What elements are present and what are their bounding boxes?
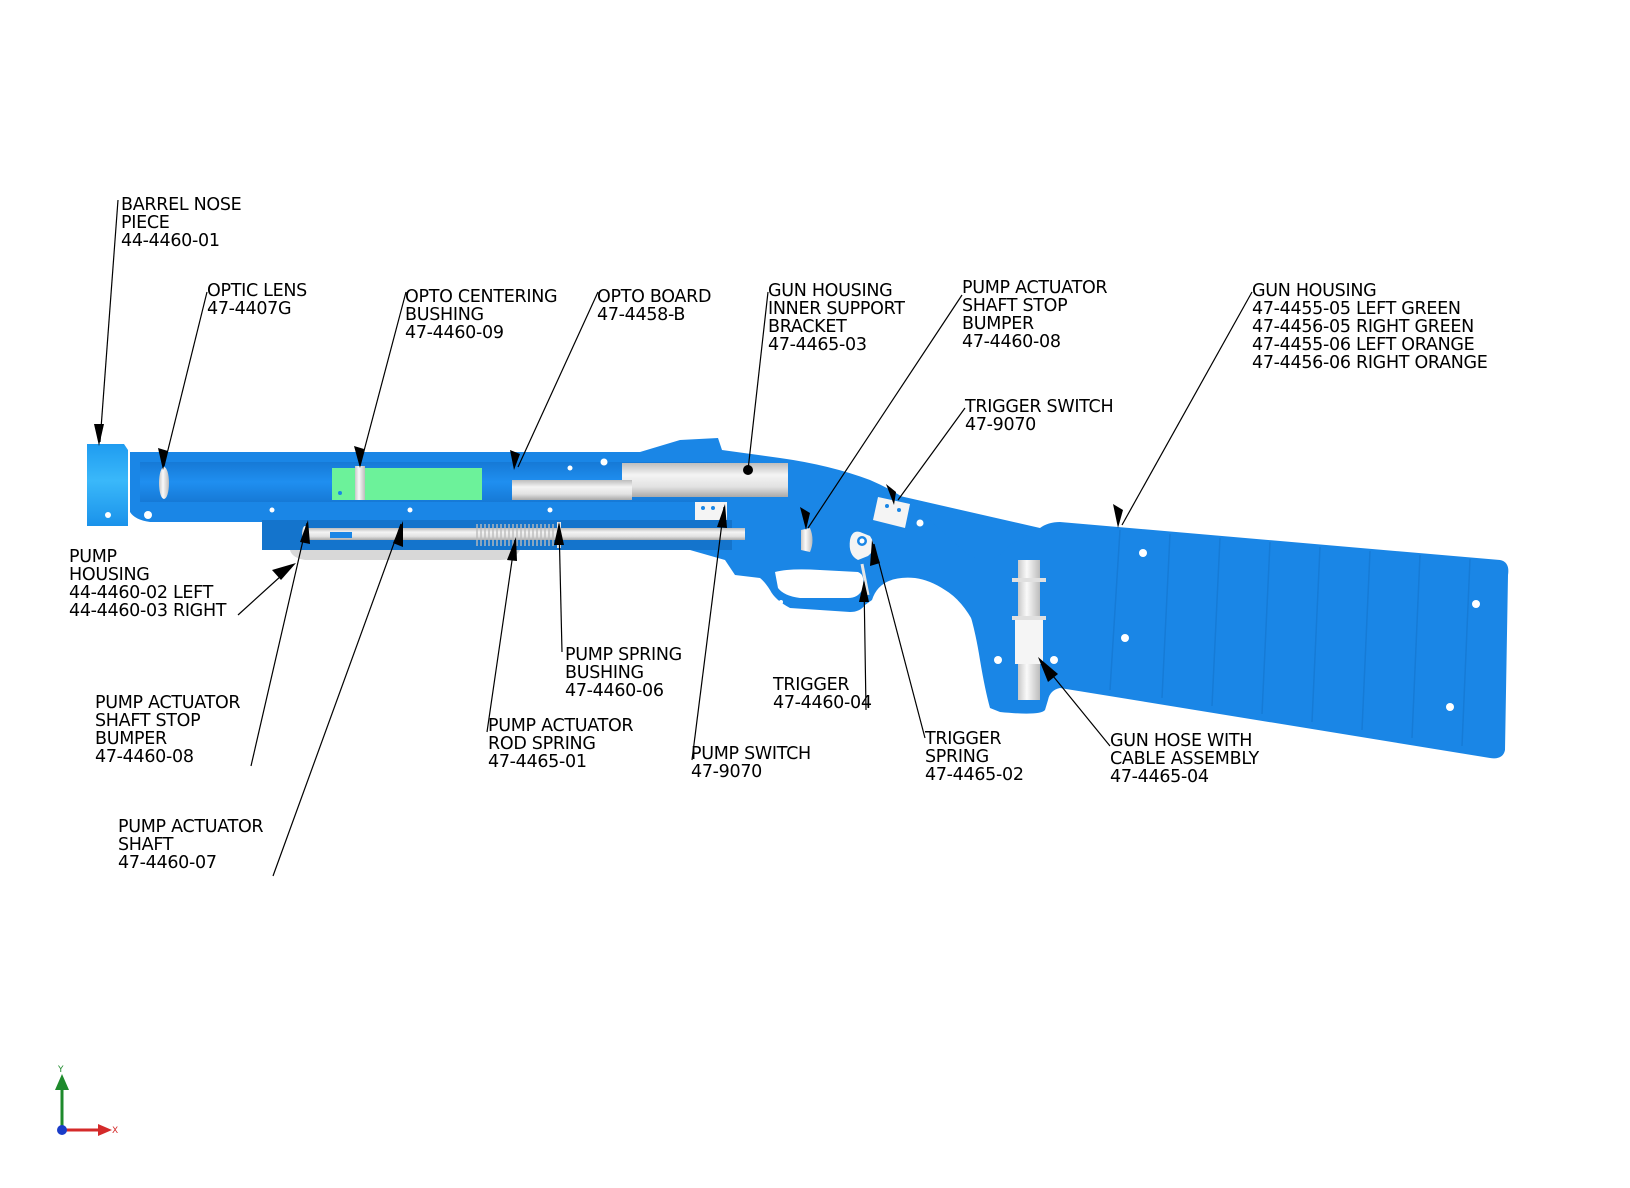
origin-z-axis-icon — [57, 1125, 67, 1135]
callout-line: SHAFT STOP — [962, 296, 1067, 316]
callout-barrel-nose-piece: BARREL NOSE PIECE 44-4460-01 — [121, 195, 242, 251]
gun-receiver — [130, 438, 1040, 700]
callout-part-number: 47-4460-07 — [118, 853, 217, 873]
opto-centering-bushing-part — [355, 466, 365, 500]
pump-housing-grip-underside — [290, 550, 520, 560]
callout-line: CABLE ASSEMBLY — [1110, 749, 1259, 769]
shaft-stop-bumper-part — [801, 528, 813, 552]
callout-line: PUMP ACTUATOR — [962, 278, 1107, 298]
callout-opto-board: OPTO BOARD 47-4458-B — [597, 287, 711, 325]
callout-part-number: 47-9070 — [691, 762, 762, 782]
callout-line: PUMP — [69, 547, 117, 567]
callout-part-number: 47-4456-05 RIGHT GREEN — [1252, 317, 1474, 337]
callout-line: PUMP SPRING — [565, 645, 682, 665]
callout-part-number: 47-4460-06 — [565, 681, 664, 701]
callout-line: OPTO CENTERING — [405, 287, 557, 307]
callout-trigger-switch: TRIGGER SWITCH 47-9070 — [964, 397, 1114, 435]
x-axis-arrow-icon — [98, 1124, 112, 1136]
stock-ribs — [1109, 529, 1471, 747]
callout-line: SPRING — [925, 747, 989, 767]
trigger-part — [849, 531, 874, 596]
axis-triad: Y X — [55, 1065, 118, 1136]
callout-line: TRIGGER — [924, 729, 1001, 749]
callout-part-number: 47-4465-03 — [768, 335, 867, 355]
callout-gun-housing-inner-support-bracket: GUN HOUSING INNER SUPPORT BRACKET 47-446… — [768, 281, 906, 355]
callout-line: PUMP ACTUATOR — [488, 716, 633, 736]
callout-line: BUMPER — [95, 729, 167, 749]
callout-line: TRIGGER — [772, 675, 849, 695]
callout-trigger: TRIGGER 47-4460-04 — [772, 675, 872, 713]
callout-line: INNER SUPPORT — [768, 299, 905, 319]
callout-pump-switch: PUMP SWITCH 47-9070 — [691, 744, 811, 782]
callout-gun-housing: GUN HOUSING 47-4455-05 LEFT GREEN 47-445… — [1252, 281, 1488, 373]
callout-line: GUN HOUSING — [768, 281, 892, 301]
callout-pump-actuator-shaft-stop-bumper-top: PUMP ACTUATOR SHAFT STOP BUMPER 47-4460-… — [962, 278, 1108, 352]
callout-part-number: 47-4460-09 — [405, 323, 504, 343]
callout-part-number: 47-4465-01 — [488, 752, 587, 772]
callout-part-number: 47-4407G — [207, 299, 291, 319]
callout-pump-housing: PUMP HOUSING 44-4460-02 LEFT 44-4460-03 … — [69, 547, 227, 621]
callout-line: SHAFT — [118, 835, 174, 855]
callout-line: BARREL NOSE — [121, 195, 241, 215]
callout-gun-hose-with-cable-assembly: GUN HOSE WITH CABLE ASSEMBLY 47-4465-04 — [1110, 731, 1260, 787]
callout-part-number: 44-4460-02 LEFT — [69, 583, 214, 603]
callout-part-number: 44-4460-01 — [121, 231, 220, 251]
callout-line: OPTIC LENS — [207, 281, 307, 301]
gun-hose-part — [1012, 560, 1046, 700]
trigger-guard-opening — [775, 569, 864, 598]
callout-opto-centering-bushing: OPTO CENTERING BUSHING 47-4460-09 — [405, 287, 558, 343]
callout-pump-actuator-rod-spring: PUMP ACTUATOR ROD SPRING 47-4465-01 — [488, 716, 634, 772]
callout-part-number: 47-4460-04 — [773, 693, 872, 713]
callout-part-number: 47-4460-08 — [962, 332, 1061, 352]
inner-support-bracket-part — [512, 463, 788, 500]
callout-part-number: 47-9070 — [965, 415, 1036, 435]
pump-switch-part — [695, 502, 727, 520]
callout-pump-spring-bushing: PUMP SPRING BUSHING 47-4460-06 — [565, 645, 682, 701]
callout-line: PIECE — [121, 213, 170, 233]
callout-optic-lens: OPTIC LENS 47-4407G — [207, 281, 307, 319]
callout-part-number: 47-4456-06 RIGHT ORANGE — [1252, 353, 1488, 373]
callout-part-number: 47-4455-06 LEFT ORANGE — [1252, 335, 1474, 355]
callout-part-number: 44-4460-03 RIGHT — [69, 601, 227, 621]
callout-line: PUMP SWITCH — [691, 744, 811, 764]
screw-holes — [144, 458, 1480, 711]
callout-pump-actuator-shaft-stop-bumper-bottom: PUMP ACTUATOR SHAFT STOP BUMPER 47-4460-… — [95, 693, 241, 767]
callout-trigger-spring: TRIGGER SPRING 47-4465-02 — [924, 729, 1024, 785]
y-axis-arrow-icon — [55, 1074, 69, 1090]
barrel-nose-piece-part — [87, 444, 128, 526]
callout-line: BRACKET — [768, 317, 847, 337]
trigger-switch-part — [873, 497, 910, 528]
callout-pump-actuator-shaft: PUMP ACTUATOR SHAFT 47-4460-07 — [118, 817, 264, 873]
callout-part-number: 47-4455-05 LEFT GREEN — [1252, 299, 1461, 319]
callout-part-number: 47-4458-B — [597, 305, 685, 325]
callout-line: BUMPER — [962, 314, 1034, 334]
callout-line: SHAFT STOP — [95, 711, 200, 731]
callout-line: OPTO BOARD — [597, 287, 711, 307]
y-axis-label: Y — [57, 1065, 64, 1075]
callout-line: BUSHING — [405, 305, 484, 325]
pump-actuator-shaft-part — [302, 526, 745, 542]
callout-line: HOUSING — [69, 565, 150, 585]
callout-line: ROD SPRING — [488, 734, 596, 754]
leader-lines — [94, 199, 1253, 877]
callout-line: TRIGGER SWITCH — [964, 397, 1113, 417]
callout-part-number: 47-4465-04 — [1110, 767, 1209, 787]
callout-part-number: 47-4465-02 — [925, 765, 1024, 785]
callout-line: PUMP ACTUATOR — [118, 817, 263, 837]
callout-part-number: 47-4460-08 — [95, 747, 194, 767]
callout-line: BUSHING — [565, 663, 644, 683]
x-axis-label: X — [112, 1126, 118, 1136]
callout-line: GUN HOUSING — [1252, 281, 1376, 301]
callout-line: PUMP ACTUATOR — [95, 693, 240, 713]
callout-line: GUN HOSE WITH — [1110, 731, 1252, 751]
pump-actuator-rod-spring-part — [476, 524, 554, 546]
optic-lens-part — [159, 467, 169, 499]
